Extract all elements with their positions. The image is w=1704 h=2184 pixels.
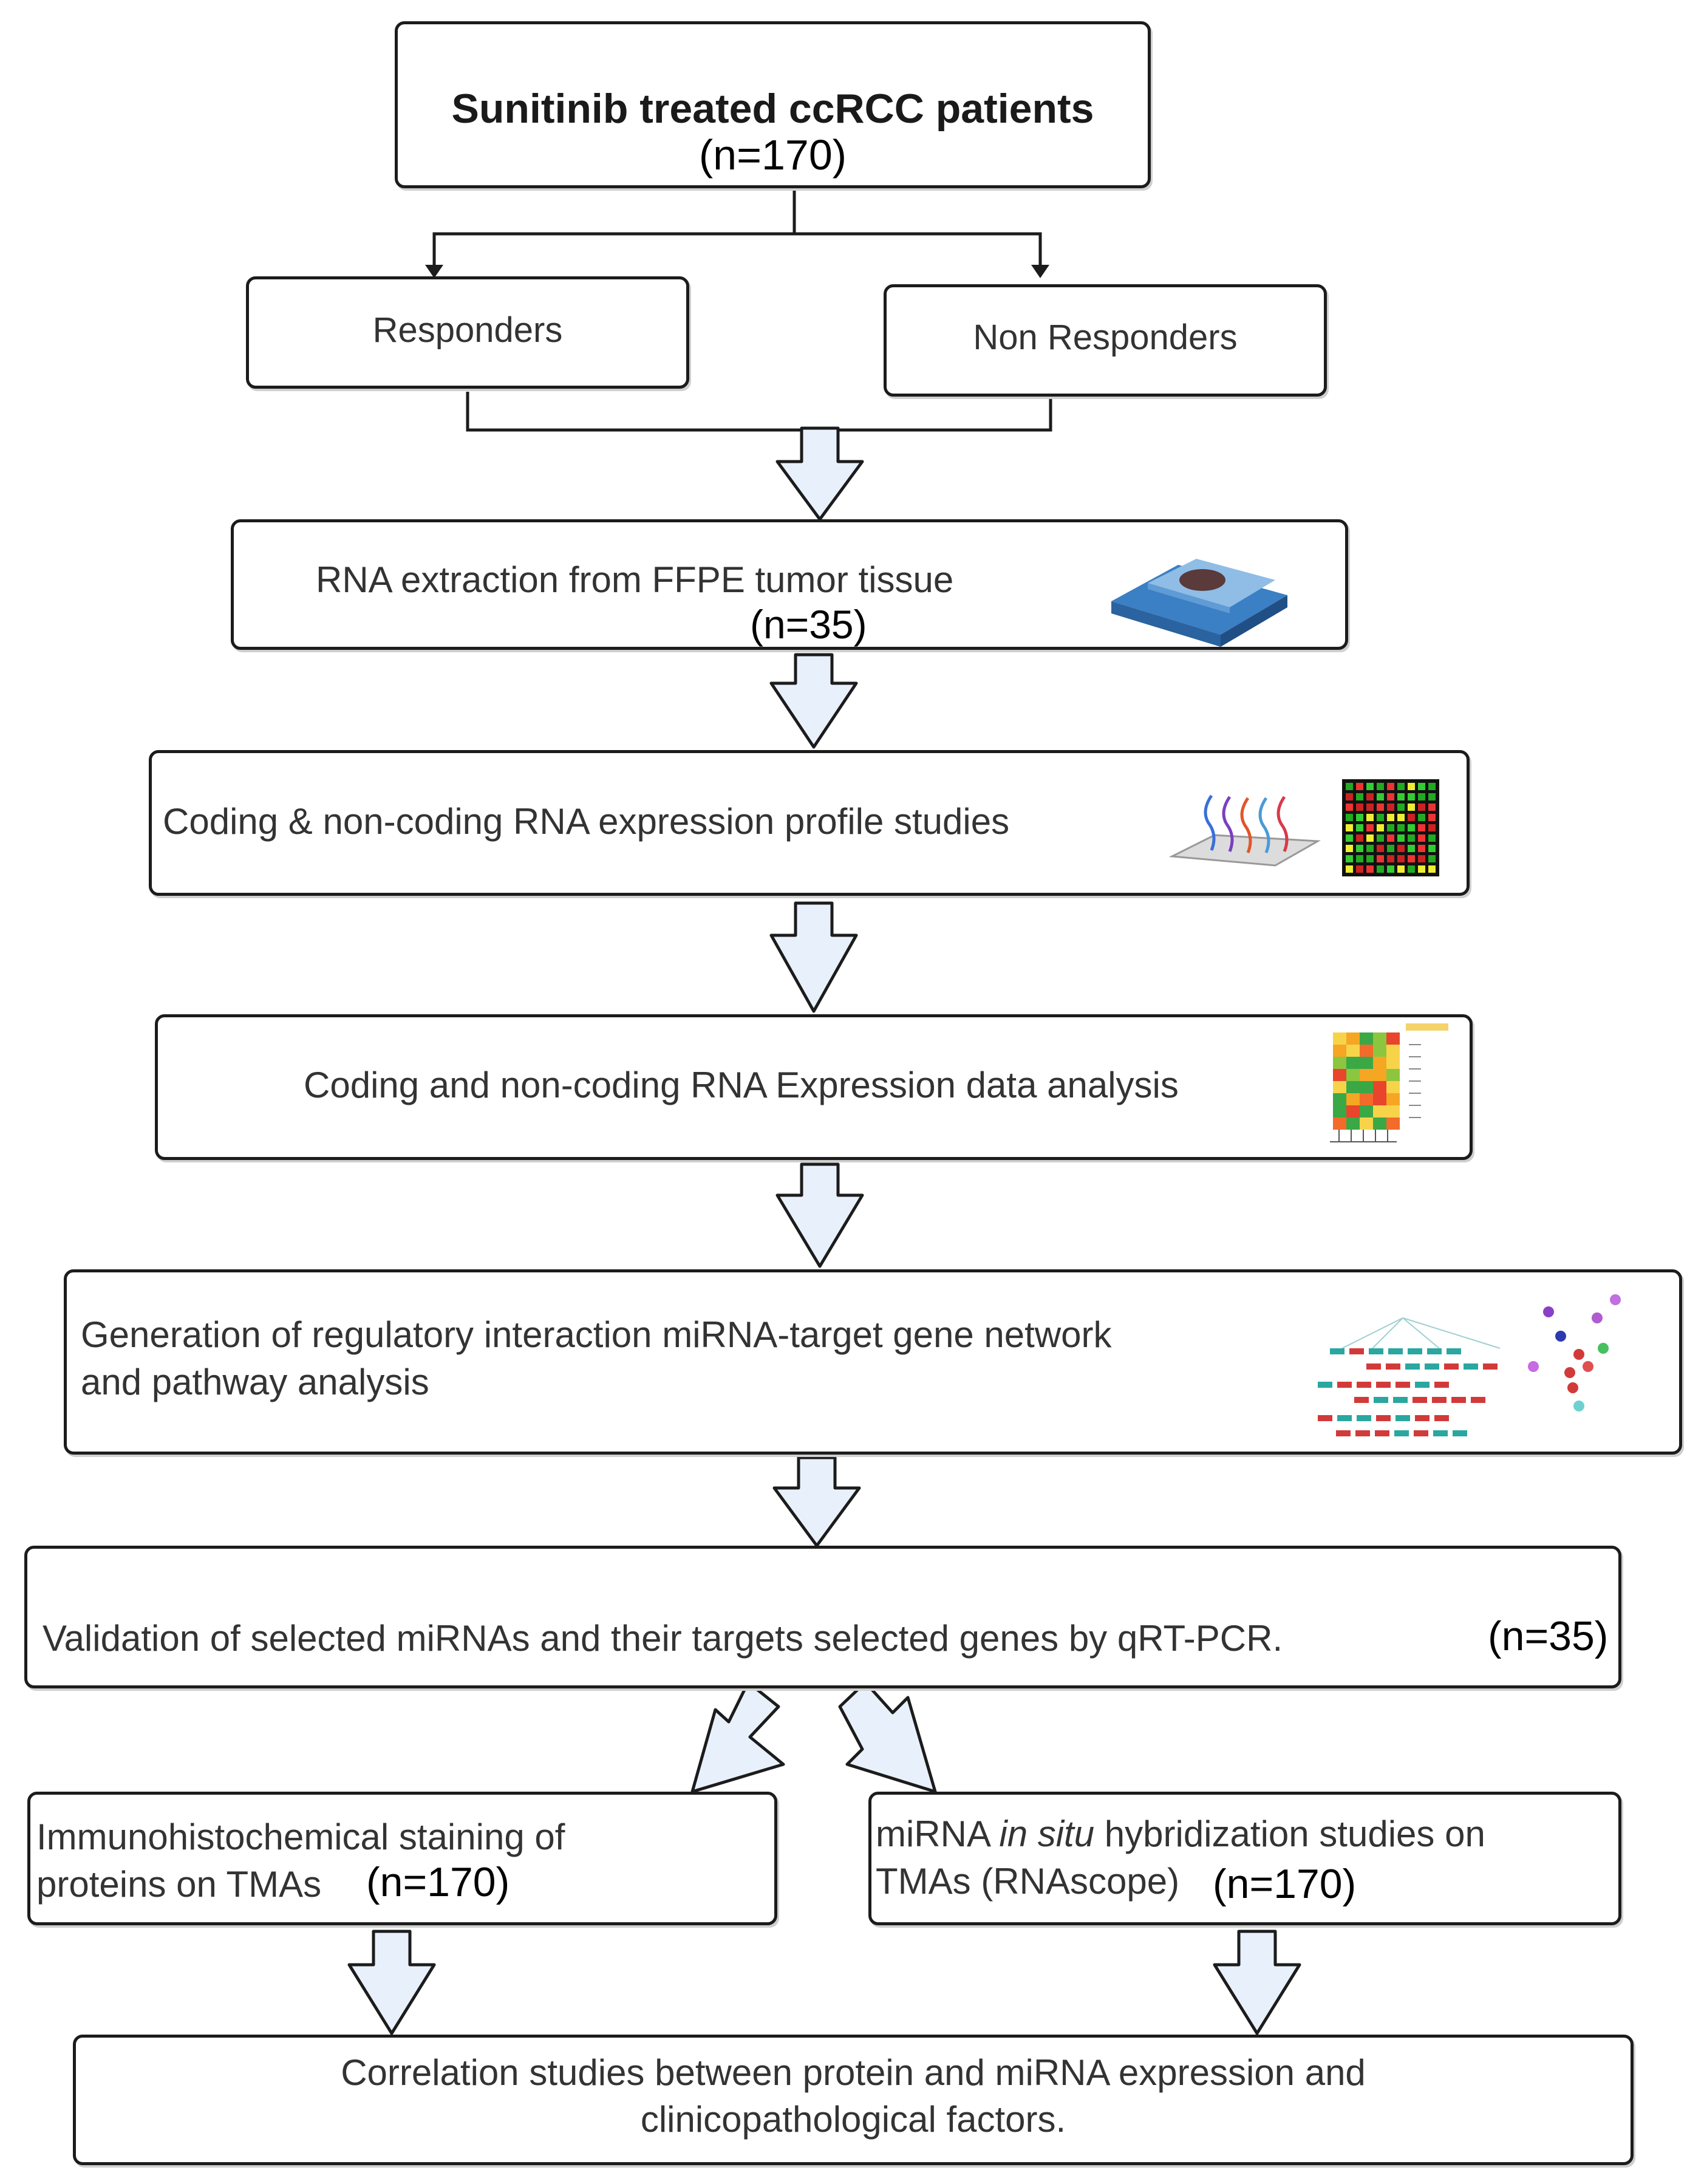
flow-arrow-ihc (347, 1930, 436, 2035)
start-title: Sunitinib treated ccRCC patients (451, 86, 1094, 132)
gene-network-icon (1318, 1294, 1621, 1436)
validation-label: Validation of selected miRNAs and their … (43, 1618, 1283, 1659)
analysis-label: Coding and non-coding RNA Expression dat… (304, 1065, 1179, 1105)
analysis-box (155, 1014, 1473, 1160)
profile-box (149, 750, 1470, 896)
correlation-box (73, 2035, 1634, 2165)
flow-arrow-1 (775, 426, 864, 521)
flow-arrow-diag-left (690, 1681, 785, 1793)
ish-box (868, 1792, 1621, 1925)
arrowhead-non-responders (1031, 265, 1049, 278)
correlation-line2: clinicopathological factors. (640, 2099, 1066, 2140)
ish-count: (n=170) (1213, 1861, 1357, 1907)
start-count: (n=170) (698, 131, 847, 179)
ihc-line1: Immunohistochemical staining of (36, 1817, 565, 1857)
flow-arrow-2 (769, 653, 858, 749)
split-connector (432, 188, 1042, 267)
responders-label: Responders (372, 310, 563, 350)
rna-extraction-count: (n=35) (750, 602, 867, 647)
tissue-slide-icon (1111, 559, 1287, 647)
ish-line2: TMAs (RNAscope) (876, 1861, 1180, 1902)
non-responders-label: Non Responders (973, 318, 1238, 357)
flow-arrow-3 (769, 901, 858, 1013)
validation-box (24, 1546, 1621, 1688)
validation-count: (n=35) (1488, 1613, 1609, 1659)
ish-suffix: hybridization studies on (1094, 1814, 1485, 1854)
network-line2: and pathway analysis (81, 1362, 429, 1402)
flow-arrow-5 (772, 1456, 861, 1548)
flow-arrow-diag-right (838, 1681, 937, 1793)
profile-label: Coding & non-coding RNA expression profi… (163, 801, 1010, 842)
flow-arrow-ish (1213, 1930, 1301, 2035)
ihc-box (27, 1792, 777, 1925)
ihc-count: (n=170) (366, 1859, 510, 1905)
merge-connector (466, 392, 1052, 432)
network-line1: Generation of regulatory interaction miR… (81, 1314, 1112, 1355)
network-box (64, 1269, 1682, 1455)
heatmap-icon (1330, 1023, 1448, 1142)
microarray-icon (1169, 794, 1321, 867)
correlation-line1: Correlation studies between protein and … (341, 2052, 1366, 2093)
flow-arrow-4 (775, 1162, 864, 1268)
responders-box (246, 276, 689, 389)
arrowhead-responders (425, 265, 443, 278)
start-box (395, 21, 1151, 188)
ihc-line2: proteins on TMAs (36, 1864, 322, 1905)
ish-italic: in situ (999, 1814, 1095, 1854)
rna-extraction-label: RNA extraction from FFPE tumor tissue (316, 559, 954, 600)
microarray-grid-icon (1342, 779, 1439, 876)
ish-line1: miRNA in situ hybridization studies on (876, 1813, 1485, 1855)
ish-prefix: miRNA (876, 1814, 1000, 1854)
non-responders-box (884, 284, 1327, 397)
